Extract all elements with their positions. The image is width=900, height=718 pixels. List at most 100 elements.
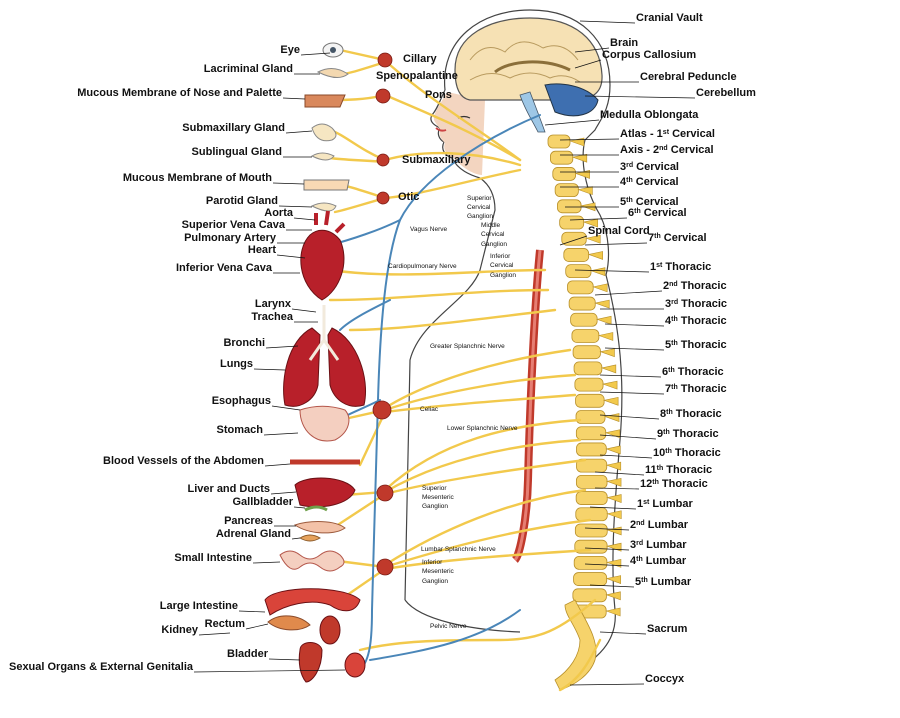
nerve-submax-gland xyxy=(328,128,387,162)
label-esophagus: Esophagus xyxy=(212,395,271,407)
leader-aorta xyxy=(293,217,316,221)
leader-lines xyxy=(193,20,696,686)
label-t7: 7th Thoracic xyxy=(665,383,727,395)
nerve-to-ciliary xyxy=(388,63,522,162)
label-mucous-nose: Mucous Membrane of Nose and Palette xyxy=(77,87,282,99)
organs xyxy=(264,42,366,683)
label-t8: 8th Thoracic xyxy=(660,408,722,420)
label-aorta: Aorta xyxy=(264,207,294,219)
label-corpus: Corpus Callosium xyxy=(602,49,696,61)
small-intestine-organ xyxy=(279,550,345,572)
nerve-greater-splanchnic-3 xyxy=(383,393,577,414)
vertebra-process xyxy=(605,445,621,455)
label-sublingual: Sublingual Gland xyxy=(192,146,282,158)
label-t5: 5th Thoracic xyxy=(665,339,727,351)
label-bronchi: Bronchi xyxy=(223,337,265,349)
vertebra-process xyxy=(599,348,615,358)
vertebra xyxy=(573,361,603,376)
pancreas-organ xyxy=(293,521,346,534)
vertebra xyxy=(565,264,592,279)
label-sup-mes-3: Ganglion xyxy=(422,503,448,510)
leader-t8 xyxy=(599,414,660,420)
label-t4: 4th Thoracic xyxy=(665,315,727,327)
label-cerebellum: Cerebellum xyxy=(696,87,756,99)
vertebra-process xyxy=(606,494,622,503)
vagus-pelvic xyxy=(369,609,521,661)
vertebra-process xyxy=(605,477,622,487)
nerve-lumbar-splanchnic-3 xyxy=(383,548,592,571)
label-inf-mes-1: Inferior xyxy=(422,559,443,566)
vagus-lungs xyxy=(339,299,391,331)
label-inf-cerv-2: Cervical xyxy=(490,262,514,269)
label-sexual: Sexual Organs & External Genitalia xyxy=(9,661,194,673)
label-parotid: Parotid Gland xyxy=(206,195,278,207)
label-kidney: Kidney xyxy=(161,624,199,636)
vertebra-process xyxy=(592,283,608,293)
label-c5: 5th Cervical xyxy=(620,196,679,208)
leader-corpus xyxy=(574,59,602,69)
label-peduncle: Cerebral Peduncle xyxy=(640,71,737,83)
label-c7: 7th Cervical xyxy=(648,232,707,244)
label-c6: 6th Cervical xyxy=(628,207,687,219)
label-t3: 3rd Thoracic xyxy=(665,298,727,310)
vertebra xyxy=(572,345,601,360)
label-vagus: Vagus Nerve xyxy=(410,226,447,233)
ganglion-labels: CillarySpenopalantinePonsSubmaxillaryOti… xyxy=(376,53,471,203)
leader-eye xyxy=(300,52,331,56)
label-bladder: Bladder xyxy=(227,648,269,660)
leader-small-int xyxy=(252,561,281,564)
sup-mes-ganglion xyxy=(376,484,394,502)
leader-lungs xyxy=(253,368,286,371)
leader-t5 xyxy=(604,347,665,351)
leader-cranial-vault xyxy=(579,20,636,24)
leader-t1 xyxy=(574,269,650,273)
nerve-celiac-vessels xyxy=(358,410,387,467)
parotid-organ xyxy=(310,202,337,212)
leader-medulla xyxy=(544,119,600,126)
vertebra xyxy=(574,523,608,538)
sublingual-organ xyxy=(310,152,335,161)
nerve-coccyx xyxy=(558,638,602,692)
vertebra-process xyxy=(594,299,610,309)
leader-sacrum xyxy=(599,631,647,635)
label-gallbladder: Gallbladder xyxy=(232,496,293,508)
vertebra-process xyxy=(605,607,621,617)
nerve-greater-splanchnic-2 xyxy=(383,373,577,412)
leader-brain xyxy=(574,47,610,53)
nerve-to-otic xyxy=(383,168,522,200)
label-cardio: Cardiopulmonary Nerve xyxy=(388,263,457,270)
label-inf-mes-2: Mesenteric xyxy=(422,568,455,575)
vertebra xyxy=(575,426,607,441)
label-ivc: Inferior Vena Cava xyxy=(176,262,273,274)
vertebra xyxy=(567,280,594,295)
nerve-cardio-2 xyxy=(328,288,550,302)
vertebra xyxy=(575,491,608,505)
leader-stomach xyxy=(263,432,299,436)
vertebra xyxy=(575,474,608,489)
leader-large-int xyxy=(238,610,266,613)
label-t9: 9th Thoracic xyxy=(657,428,719,440)
pelvis-front-outline xyxy=(404,599,521,633)
brainstem xyxy=(519,91,546,133)
brain-gyri-2 xyxy=(469,72,581,83)
trachea-bronchi xyxy=(308,305,340,361)
label-c3: 3rd Cervical xyxy=(620,161,679,173)
label-lumbar-splanchnic: Lumbar Splanchnic Nerve xyxy=(421,546,496,553)
leader-atlas xyxy=(559,138,620,141)
label-pons: Pons xyxy=(425,89,452,101)
celiac-ganglion xyxy=(372,400,392,420)
label-lungs: Lungs xyxy=(220,358,253,370)
leader-l5 xyxy=(589,584,635,588)
leader-t12 xyxy=(594,487,640,490)
vertebra-process xyxy=(603,413,620,422)
label-liver: Liver and Ducts xyxy=(187,483,270,495)
label-greater-splanchnic: Greater Splanchnic Nerve xyxy=(430,343,505,350)
leader-t11 xyxy=(594,471,645,476)
vertebra-process xyxy=(574,170,590,179)
label-spheno: Spenopalantine xyxy=(376,70,458,82)
vertebra xyxy=(573,555,608,570)
vertebra xyxy=(571,329,600,343)
leader-rectum xyxy=(245,623,269,630)
vertebra-process xyxy=(605,461,622,471)
cerebrum xyxy=(454,17,603,101)
